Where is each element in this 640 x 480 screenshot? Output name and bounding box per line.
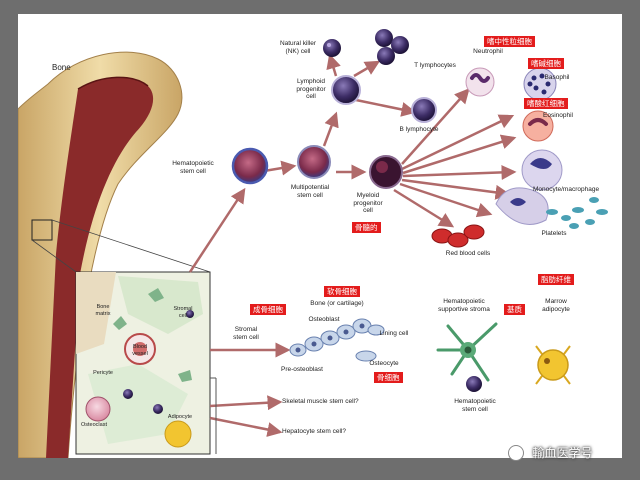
label-hepatocyte: Hepatocyte stem cell? xyxy=(282,428,346,435)
label-myeloid: Myeloid progenitor cell xyxy=(353,192,383,214)
tag-osteoblast: 成骨细胞 xyxy=(250,304,286,315)
label-rbc: Red blood cells xyxy=(445,250,491,257)
monocyte-macrophage xyxy=(495,149,563,225)
label-monocyte: Monocyte/macrophage xyxy=(532,186,600,193)
label-platelets: Platelets xyxy=(541,230,567,237)
supportive-stroma-cell xyxy=(436,322,498,382)
neutrophil-cell xyxy=(465,67,495,97)
label-hsc: Hematopoietic stem cell xyxy=(172,160,214,175)
label-stromal-cell-inset: Stromal cell xyxy=(173,306,193,319)
label-bone-cartilage: Bone (or cartilage) xyxy=(310,300,364,307)
tag-matrix: 基质 xyxy=(504,304,525,315)
tag-neutrophil: 嗜中性粒细胞 xyxy=(484,36,535,47)
label-osteocyte: Osteocyte xyxy=(369,360,399,367)
label-bone: Bone xyxy=(52,63,71,72)
bone-illustration xyxy=(18,51,211,458)
marrow-adipocyte-cell xyxy=(535,345,571,385)
label-basophil: Basophil xyxy=(544,74,570,81)
basophil-cell xyxy=(523,67,557,101)
label-hsc-lower: Hematopoietic stem cell xyxy=(454,398,496,413)
label-lining-cell: Lining cell xyxy=(379,330,409,337)
multipotential-stem-cell xyxy=(297,145,331,179)
b-lymphocyte xyxy=(411,97,437,123)
label-pre-osteoblast: Pre-osteoblast xyxy=(281,366,323,373)
label-neutrophil: Neutrophil xyxy=(473,48,503,55)
label-skeletal: Skeletal muscle stem cell? xyxy=(282,398,359,405)
label-blood-vessel: Blood vessel xyxy=(132,344,148,357)
eosinophil-cell xyxy=(522,110,554,142)
tag-marrow: 骨髓的 xyxy=(352,222,381,233)
platelets-cells xyxy=(546,197,608,229)
label-nk-cell: Natural killer (NK) cell xyxy=(279,40,317,55)
label-marrow-adipocyte: Marrow adipocyte xyxy=(542,298,570,313)
arrows xyxy=(188,53,517,437)
label-supportive-stroma: Hematopoietic supportive stroma xyxy=(438,298,490,313)
label-stromal-stem: Stromal stem cell xyxy=(233,326,259,341)
label-lymphoid-progenitor: Lymphoid progenitor cell xyxy=(296,78,326,100)
label-eosinophil: Eosinophil xyxy=(543,112,573,119)
red-blood-cells xyxy=(431,224,485,248)
diagram-slide: Bone Natural killer (NK) cell T lymphocy… xyxy=(18,14,622,458)
stromal-stem-cell-line xyxy=(289,318,385,362)
watermark: 輸血医学号 xyxy=(508,444,592,462)
diagram-canvas xyxy=(18,29,608,458)
label-osteoblast: Osteoblast xyxy=(308,316,340,323)
label-multipotential: Multipotential stem cell xyxy=(290,184,330,199)
bracket xyxy=(210,377,217,454)
myeloid-progenitor-cell xyxy=(369,155,403,189)
t-lymphocytes xyxy=(375,29,409,65)
label-bone-matrix: Bone matrix xyxy=(95,304,111,317)
wechat-icon xyxy=(508,444,524,461)
tag-fiber: 脂肪纤维 xyxy=(538,274,574,285)
label-pericyte: Pericyte xyxy=(93,370,113,376)
label-adipocyte-inset: Adipocyte xyxy=(167,414,193,420)
tag-eosinophil: 嗜酸红细胞 xyxy=(524,98,568,109)
lower-hsc xyxy=(466,376,482,392)
natural-killer-cell xyxy=(323,39,341,57)
label-osteoclast: Osteoclast xyxy=(81,422,107,428)
tag-basophil: 嗜碱细胞 xyxy=(528,58,564,69)
label-b-lymphocyte: B lymphocyte xyxy=(399,126,439,133)
lymphoid-progenitor-cell xyxy=(331,75,361,105)
watermark-text: 輸血医学号 xyxy=(532,446,593,461)
hematopoietic-stem-cell xyxy=(231,147,269,185)
tag-cartilage: 软骨细胞 xyxy=(324,286,360,297)
tag-osteocyte: 骨细胞 xyxy=(374,372,403,383)
marrow-inset xyxy=(75,271,211,455)
label-t-lymphocytes: T lymphocytes xyxy=(414,62,456,69)
